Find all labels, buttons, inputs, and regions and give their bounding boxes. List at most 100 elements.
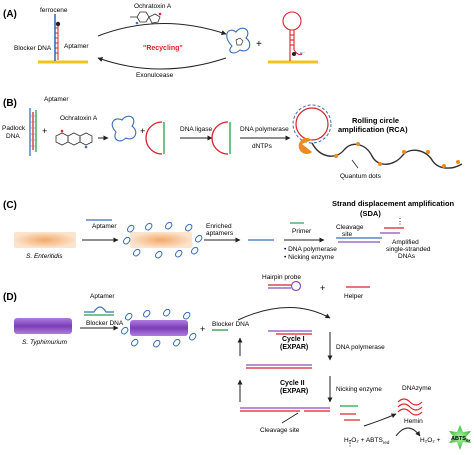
enriched-label-2: aptamers bbox=[206, 230, 234, 237]
ochratoxin-label-a: Ochratoxin A bbox=[134, 3, 172, 10]
panel-c: (C) S. Enteritidis Aptamer Enriched apta… bbox=[3, 199, 455, 261]
polymerase-label-d: DNA polymerase bbox=[336, 344, 385, 351]
sda-label-1: Strand displacement amplification bbox=[332, 199, 455, 208]
dntps-label: dNTPs bbox=[252, 143, 273, 150]
padlock-label-2: DNA bbox=[6, 133, 20, 140]
opened-padlock-b bbox=[145, 121, 165, 155]
cycle2-label-b: (EXPAR) bbox=[280, 388, 308, 395]
aptamer-toxin-complex-a bbox=[226, 27, 251, 54]
nicking-label-d: Nicking enzyme bbox=[336, 386, 382, 393]
arrow-d-to-dnazyme bbox=[363, 413, 397, 427]
cycle2-label-a: Cycle II bbox=[280, 380, 305, 387]
plus-d2: + bbox=[320, 283, 325, 293]
rca-label-2: amplification (RCA) bbox=[338, 125, 408, 134]
plus-b: + bbox=[42, 126, 47, 136]
qdot-pointer bbox=[351, 159, 359, 169]
cycle1-label-a: Cycle I bbox=[282, 336, 305, 343]
recycling-label: "Recycling" bbox=[143, 45, 183, 52]
rca-product-b bbox=[292, 104, 463, 169]
hairpin-probe-d bbox=[268, 280, 302, 292]
ferrocene-dot-a2 bbox=[292, 52, 296, 56]
primer-label: Primer bbox=[292, 228, 312, 235]
enriched-label-1: Enriched bbox=[206, 223, 232, 230]
cycle1-label-b: (EXPAR) bbox=[280, 344, 308, 351]
ferrocene-dot-a bbox=[55, 21, 61, 27]
electron-label-a: e⁻ bbox=[300, 51, 306, 57]
hairpin-probe-a bbox=[282, 11, 303, 61]
hemin-label: Hemin bbox=[404, 418, 423, 425]
cleavage-label-d: Cleavage site bbox=[260, 427, 300, 434]
recycling-upper-arrow bbox=[97, 23, 227, 37]
ferrocene-label: ferrocene bbox=[40, 7, 68, 14]
recycling-lower-arrow bbox=[97, 57, 227, 70]
bound-cell-c bbox=[130, 232, 192, 248]
cleavage-label-c-1: Cleavage bbox=[336, 224, 364, 231]
abts-ox-star bbox=[449, 425, 471, 450]
h2o2-abts-red: H₂O₂ + ABTSred bbox=[344, 437, 390, 445]
s-enteritidis-cell bbox=[14, 232, 76, 248]
panel-d-letter: (D) bbox=[3, 292, 17, 303]
s-enteritidis-label: S. Enteritidis bbox=[26, 253, 63, 260]
plus-d: + bbox=[200, 324, 205, 334]
rca-label-1: Rolling circle bbox=[352, 116, 399, 125]
cycle2-duplex bbox=[240, 405, 360, 421]
aptamer-label-d: Aptamer bbox=[90, 293, 115, 300]
exonuclease-label: Exonulcease bbox=[136, 72, 174, 79]
bound-cell-d bbox=[130, 320, 188, 336]
plus-a: + bbox=[256, 39, 262, 50]
panel-b: (B) Aptamer Padlock DNA + Ochratoxin A bbox=[2, 96, 463, 180]
abts-ox-label: ABTSox bbox=[451, 436, 471, 443]
aptamer-label-c: Aptamer bbox=[92, 223, 117, 230]
panel-d: (D) S. Typhimurium Aptamer Blocker DNA +… bbox=[3, 274, 471, 450]
panel-a: (A) ferrocene Blocker DNA Aptamer Ochrat… bbox=[3, 3, 318, 79]
qdots-label: Quantum dots bbox=[340, 173, 382, 180]
helper-label: Helper bbox=[344, 293, 364, 300]
ochratoxin-molecule-b bbox=[55, 129, 93, 149]
blocker-label-d2: Blocker DNA bbox=[212, 321, 250, 328]
dnazyme-label: DNAzyme bbox=[402, 385, 432, 392]
aptamer-label-b: Aptamer bbox=[44, 96, 69, 103]
ochratoxin-label-b: Ochratoxin A bbox=[60, 115, 98, 122]
ligase-label: DNA ligase bbox=[180, 126, 213, 133]
cycle1-duplex-mid bbox=[246, 364, 312, 369]
dnazyme-quadruplex bbox=[397, 398, 423, 416]
cleavage-pointer-d bbox=[281, 412, 299, 424]
sda-products bbox=[336, 227, 404, 243]
dots-c: ⋮ bbox=[396, 217, 404, 226]
bound-aptamers-d bbox=[121, 308, 197, 348]
quantum-dots bbox=[334, 142, 460, 168]
h2o2-plus-label: H₂O₂ + bbox=[420, 437, 441, 444]
blocker-label-d: Blocker DNA bbox=[86, 320, 124, 327]
nicking-label-c: • Nicking enzyme bbox=[284, 254, 334, 261]
panel-b-letter: (B) bbox=[3, 98, 17, 109]
amplified-label-1: Amplified bbox=[392, 239, 419, 246]
polymerase-pacman bbox=[298, 137, 312, 154]
bound-aptamers-c bbox=[123, 221, 203, 259]
ochratoxin-molecule-a bbox=[130, 11, 162, 25]
panel-a-letter: (A) bbox=[3, 9, 17, 20]
hairpin-label: Hairpin probe bbox=[262, 274, 301, 281]
plus-b2: + bbox=[140, 126, 145, 136]
blocker-strand-a bbox=[55, 26, 59, 60]
polymerase-label-c: • DNA polymerase bbox=[284, 246, 337, 253]
blocker-dna-label-a: Blocker DNA bbox=[14, 45, 52, 52]
amplified-label-2: single-stranded bbox=[386, 246, 431, 253]
dots-d: ⋮ bbox=[346, 439, 354, 448]
aptamer-label-a: Aptamer bbox=[64, 43, 89, 50]
aptamer-complex-b bbox=[111, 115, 137, 142]
padlock-duplex-b bbox=[29, 108, 37, 156]
s-typhimurium-cell bbox=[14, 318, 72, 334]
panel-c-letter: (C) bbox=[3, 200, 17, 211]
padlock-label-1: Padlock bbox=[2, 125, 26, 132]
polymerase-label-b: DNA polymerase bbox=[240, 126, 289, 133]
sda-label-2: (SDA) bbox=[360, 209, 381, 218]
ligated-padlock-b bbox=[211, 121, 231, 155]
arrow-d-cycle-top bbox=[237, 307, 331, 321]
cycle1-duplex-top bbox=[268, 330, 312, 335]
amplified-label-3: DNAs bbox=[398, 253, 416, 260]
arrow-d-reaction bbox=[395, 427, 421, 437]
s-typhimurium-label: S. Typhimurium bbox=[22, 339, 68, 346]
cleavage-label-c-2: site bbox=[342, 231, 353, 238]
aptamer-blocker-d bbox=[84, 306, 114, 316]
